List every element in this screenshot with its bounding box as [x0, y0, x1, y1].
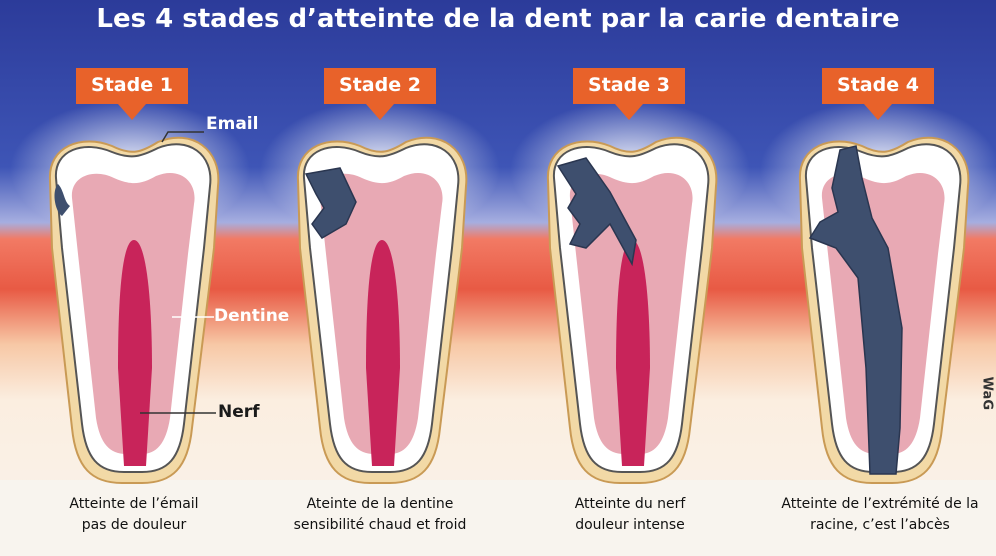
stage-3-badge: Stade 3 [573, 68, 685, 120]
dentine-annotation: Dentine [214, 306, 290, 326]
email-annotation: Email [206, 114, 259, 134]
stage-1-badge: Stade 1 [76, 68, 188, 120]
stage-1-caption-line-2: pas de douleur [81, 517, 187, 533]
tooth-stage-4 [798, 136, 970, 484]
page-title: Les 4 stades d’atteinte de la dent par l… [96, 4, 900, 34]
stage-2-caption-line-2: sensibilité chaud et froid [293, 517, 467, 533]
stage-3-label: Stade 3 [588, 74, 670, 96]
stage-4-caption-line-2: racine, c’est l’abcès [810, 517, 950, 533]
stage-3-caption-line-2: douleur intense [575, 517, 685, 533]
tooth-stage-2 [296, 136, 468, 484]
artist-signature: WaG [979, 376, 994, 410]
stage-4-badge: Stade 4 [822, 68, 934, 120]
nerf-leader [140, 412, 216, 414]
stage-4-caption: Atteinte de l’extrémité de la racine, c’… [765, 494, 995, 536]
stage-4-caption-line-1: Atteinte de l’extrémité de la [781, 496, 979, 512]
stage-3-caption-line-1: Atteinte du nerf [574, 496, 686, 512]
stage-1-caption: Atteinte de l’émail pas de douleur [19, 494, 249, 536]
stage-2-caption-line-1: Ateinte de la dentine [306, 496, 454, 512]
tooth-stage-3 [546, 136, 718, 484]
stage-2-caption: Ateinte de la dentine sensibilité chaud … [265, 494, 495, 536]
tooth-stage-1 [48, 136, 220, 484]
stage-4-label: Stade 4 [837, 74, 919, 96]
stage-3-caption: Atteinte du nerf douleur intense [515, 494, 745, 536]
stage-1-caption-line-1: Atteinte de l’émail [69, 496, 199, 512]
dentine-leader [172, 316, 214, 318]
nerf-annotation: Nerf [218, 402, 260, 422]
stage-1-label: Stade 1 [91, 74, 173, 96]
email-leader [161, 131, 204, 143]
stage-2-badge: Stade 2 [324, 68, 436, 120]
stage-2-label: Stade 2 [339, 74, 421, 96]
